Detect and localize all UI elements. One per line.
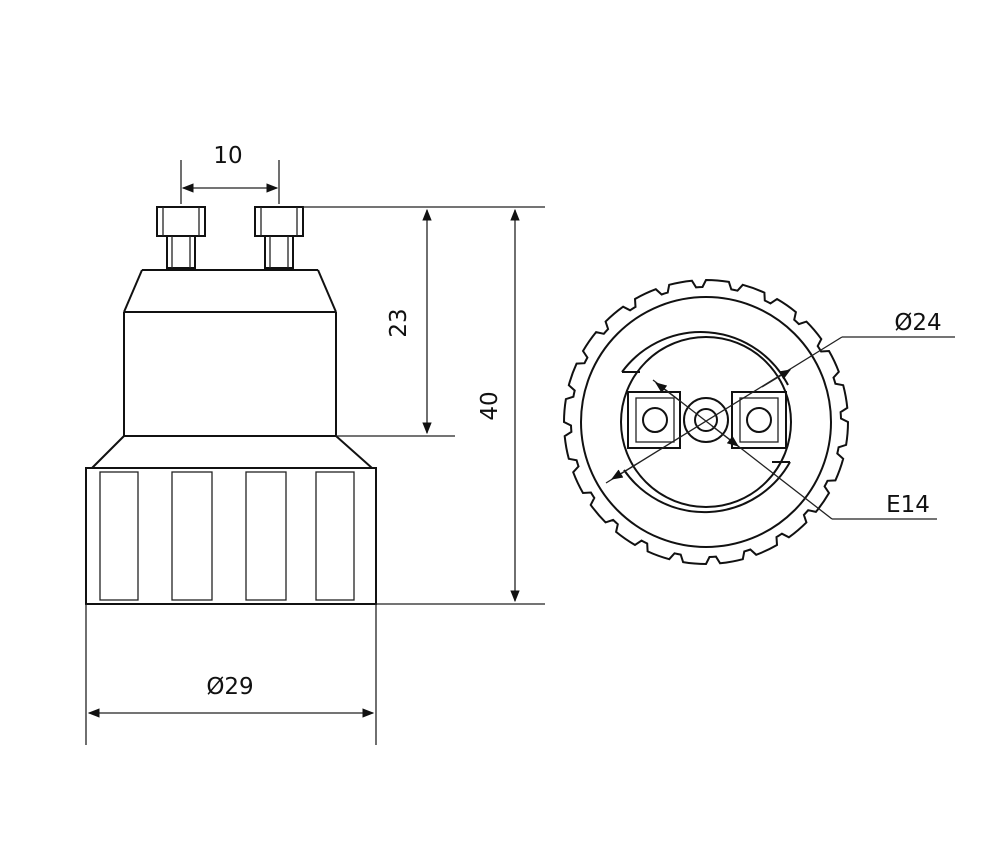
- socket-type-label: E14: [886, 492, 930, 518]
- contact-right: [731, 391, 787, 449]
- center-contact-outer: [683, 397, 729, 443]
- pin-spacing-label: 10: [213, 143, 242, 169]
- end-view: Ø24 E14: [562, 278, 955, 566]
- side-view: 10 23 40 Ø29: [85, 143, 545, 745]
- thread-spiral-lower: [623, 461, 791, 514]
- inner-rim-circle: [580, 296, 832, 548]
- lower-ribbed-body: [85, 435, 377, 605]
- thread-spiral: [621, 331, 789, 386]
- contact-left: [627, 391, 681, 449]
- thread-circle: [620, 336, 792, 508]
- base-diameter-label: Ø29: [206, 674, 253, 700]
- pin-right: [254, 206, 304, 269]
- label-socket-type: E14: [652, 379, 937, 520]
- pin-left: [156, 206, 206, 269]
- pin-height-label: 23: [386, 308, 412, 337]
- socket-diameter-label: Ø24: [894, 310, 941, 336]
- outer-knurled-rim: [562, 278, 850, 566]
- dim-socket-diameter: Ø24: [605, 310, 955, 484]
- dim-pin-height: 23: [303, 206, 545, 437]
- upper-body: [123, 269, 337, 437]
- dim-total-height: 40: [376, 208, 545, 605]
- dim-base-diameter: Ø29: [85, 604, 377, 745]
- dim-pin-spacing: 10: [180, 143, 280, 204]
- total-height-label: 40: [477, 391, 503, 420]
- center-contact-inner: [694, 408, 718, 432]
